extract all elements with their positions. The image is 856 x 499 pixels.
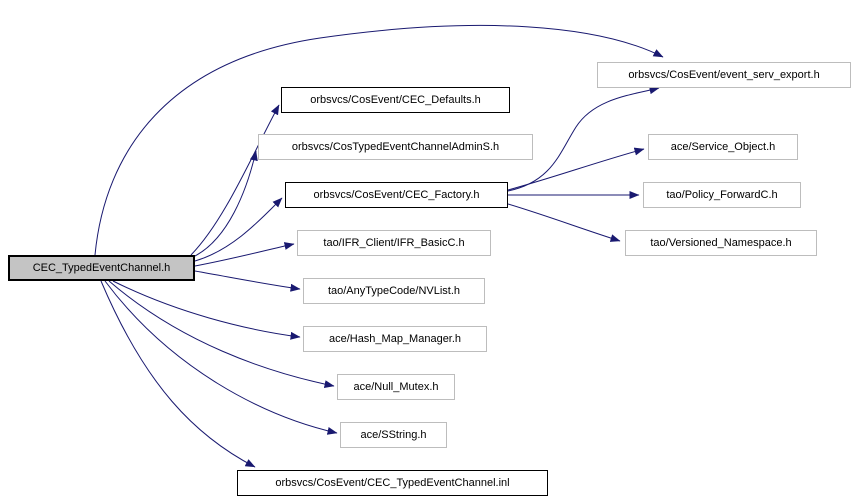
node-service-object-h: ace/Service_Object.h — [648, 134, 798, 160]
node-cec-typedeventchannel-inl[interactable]: orbsvcs/CosEvent/CEC_TypedEventChannel.i… — [237, 470, 548, 496]
edge-main-to-event-serv-export — [94, 24, 664, 256]
node-cec-defaults-h[interactable]: orbsvcs/CosEvent/CEC_Defaults.h — [281, 87, 510, 113]
edge-factory-to-service-object — [507, 147, 645, 191]
node-null-mutex-h: ace/Null_Mutex.h — [337, 374, 455, 400]
node-costypedeventchanneladmins-h: orbsvcs/CosTypedEventChannelAdminS.h — [258, 134, 533, 160]
node-nvlist-h: tao/AnyTypeCode/NVList.h — [303, 278, 485, 304]
node-versioned-namespace-h: tao/Versioned_Namespace.h — [625, 230, 817, 256]
node-hash-map-manager-h: ace/Hash_Map_Manager.h — [303, 326, 487, 352]
edge-main-to-sstring — [104, 280, 338, 435]
edge-main-to-costypedeventchanneladmins — [192, 150, 258, 258]
edge-factory-to-versioned-namespace — [507, 203, 621, 242]
node-sstring-h: ace/SString.h — [340, 422, 447, 448]
edge-main-to-ifr-basicc — [194, 242, 295, 267]
node-policy-forwardc-h: tao/Policy_ForwardC.h — [643, 182, 801, 208]
edge-main-to-hash-map-manager — [112, 280, 301, 340]
edge-factory-to-event-serv-export — [507, 86, 660, 192]
node-event-serv-export-h: orbsvcs/CosEvent/event_serv_export.h — [597, 62, 851, 88]
node-ifr-basicc-h: tao/IFR_Client/IFR_BasicC.h — [297, 230, 491, 256]
node-cec-factory-h[interactable]: orbsvcs/CosEvent/CEC_Factory.h — [285, 182, 508, 208]
edge-main-to-null-mutex — [108, 280, 335, 389]
node-cec-typedeventchannel-h: CEC_TypedEventChannel.h — [8, 255, 195, 281]
edge-main-to-cec-factory — [194, 197, 283, 262]
edge-main-to-nvlist — [194, 270, 301, 292]
edge-main-to-typedeventchannel-inl — [100, 280, 256, 468]
edge-main-to-cec-defaults — [190, 104, 280, 256]
